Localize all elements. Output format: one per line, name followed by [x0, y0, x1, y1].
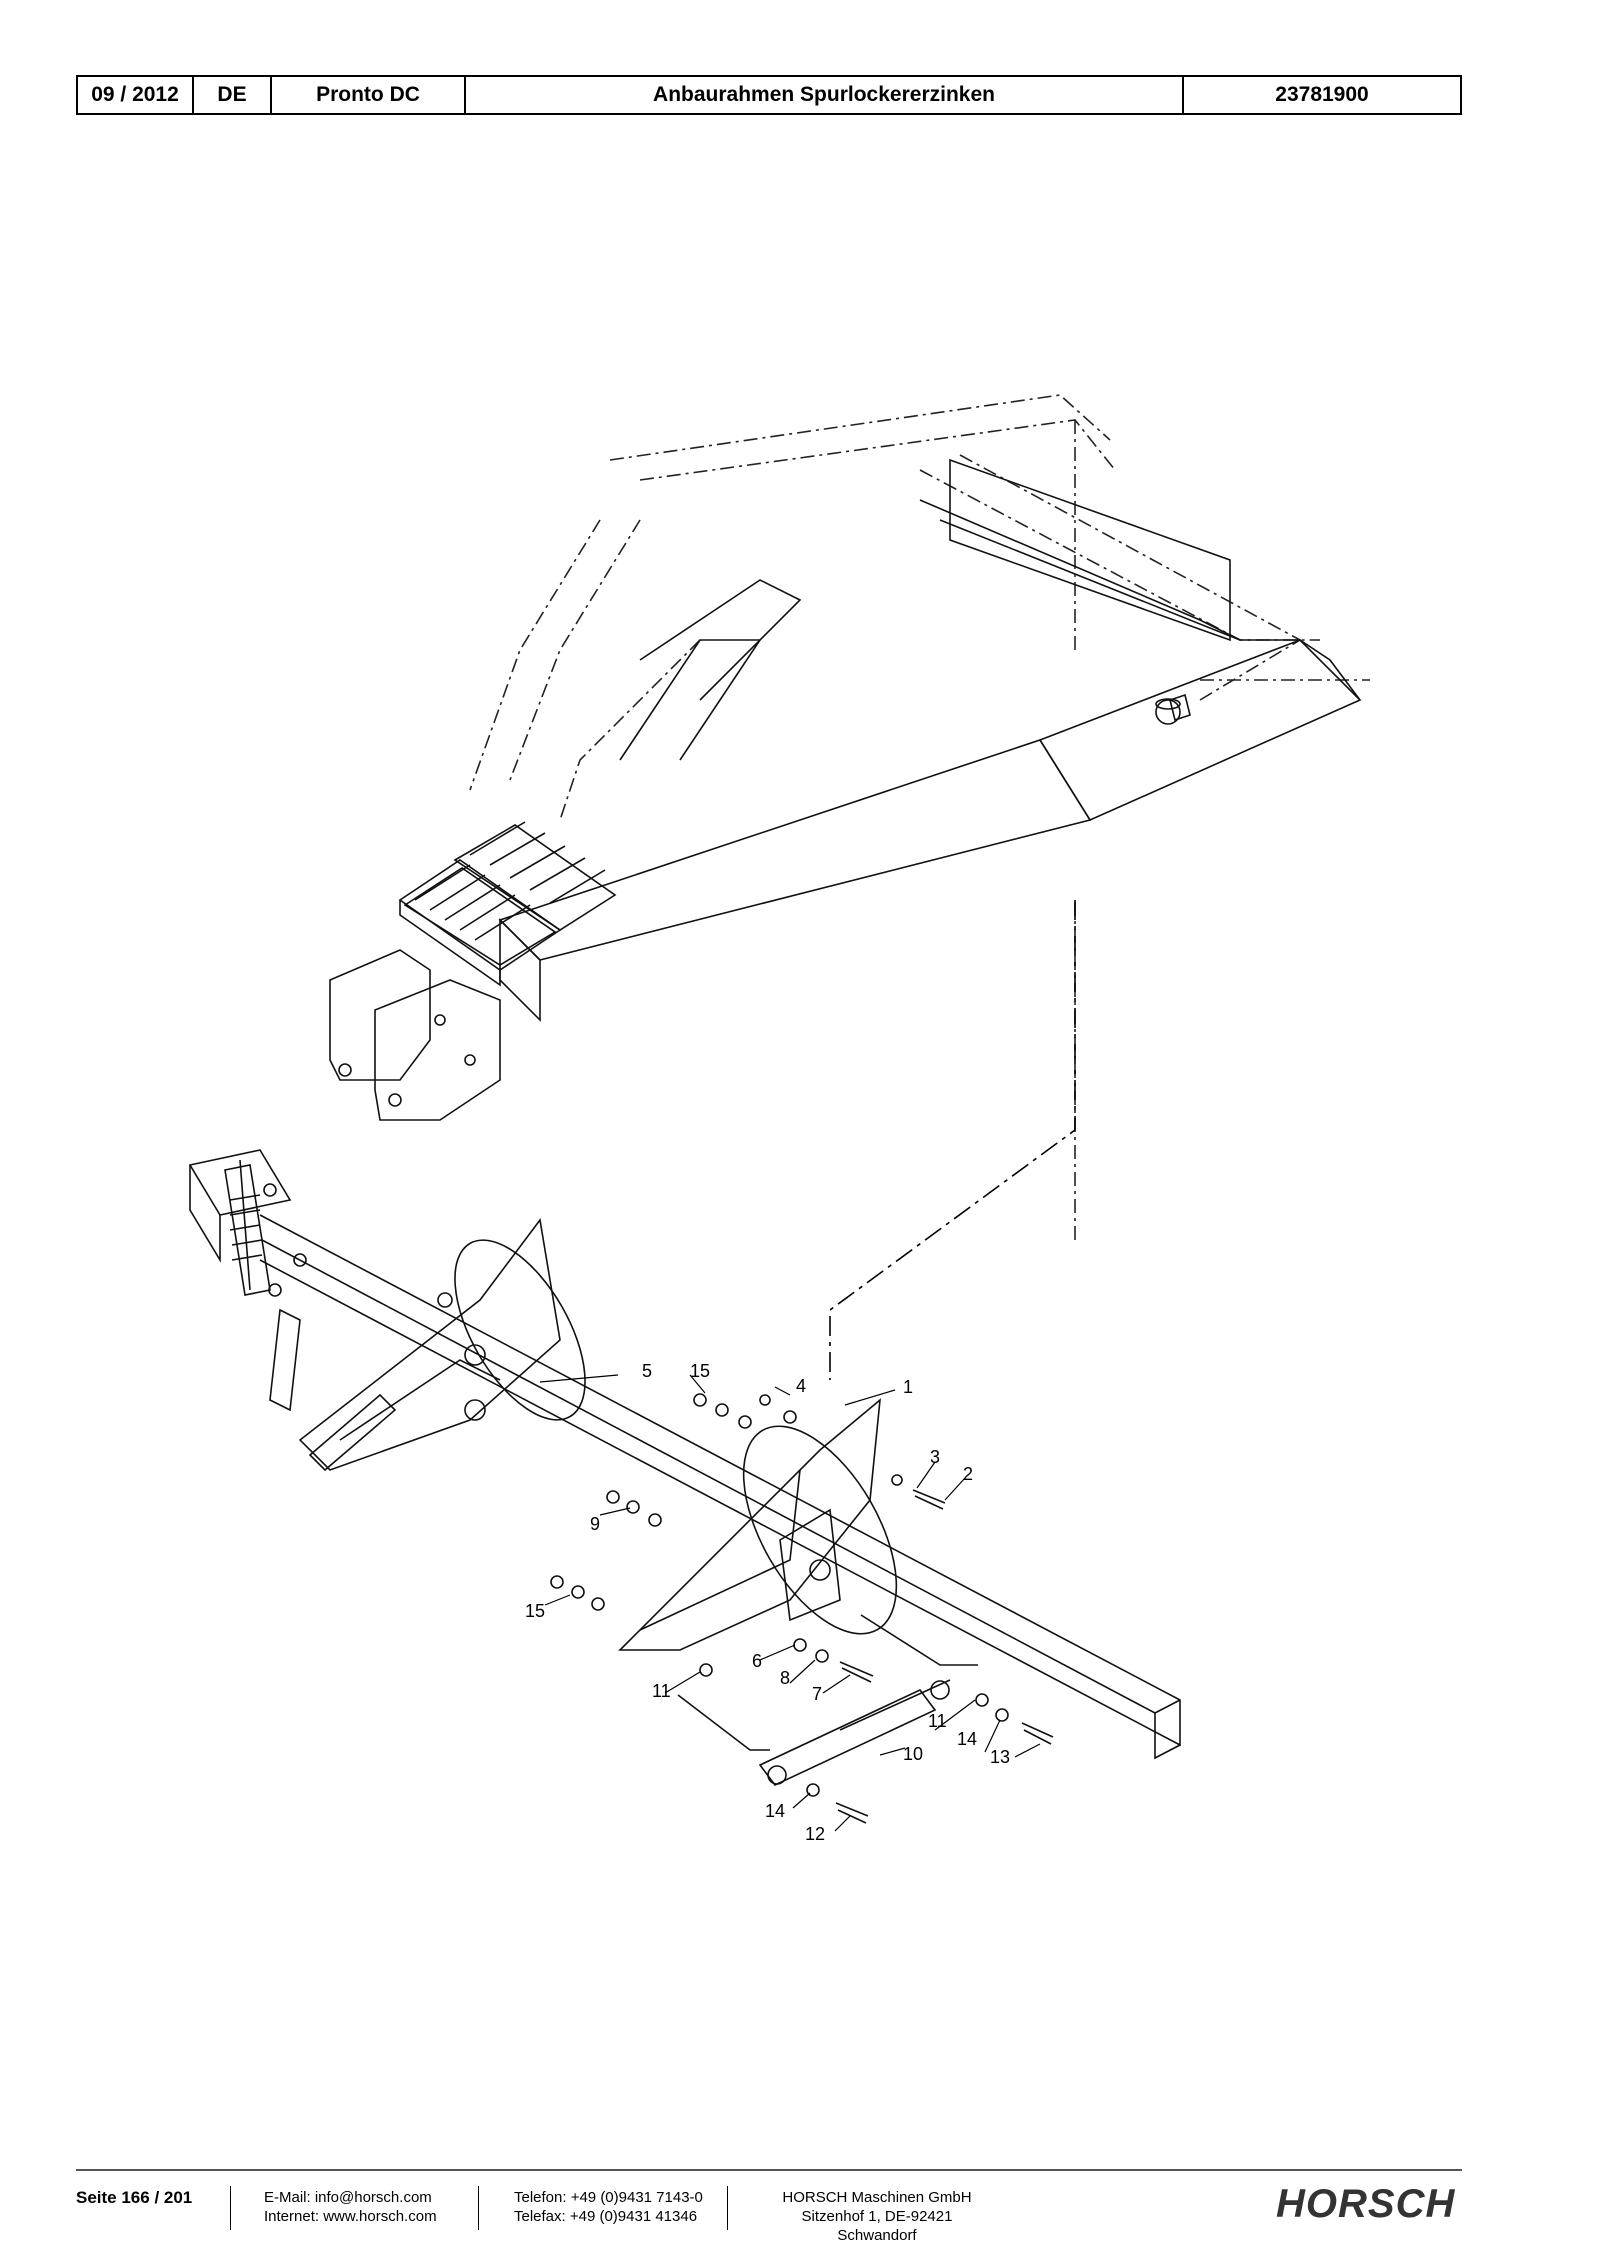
header-table: 09 / 2012 DE Pronto DC Anbaurahmen Spurl… — [76, 75, 1462, 115]
callout-8: 8 — [780, 1668, 790, 1688]
footer-page-number: Seite 166 / 201 — [76, 2188, 193, 2207]
main-frame-phantom — [469, 394, 1370, 1240]
callout-9: 9 — [590, 1514, 600, 1534]
callout-15a: 15 — [690, 1361, 710, 1381]
horsch-logo: HORSCH — [1276, 2182, 1456, 2226]
footer-contact-phone: Telefon: +49 (0)9431 7143-0 Telefax: +49… — [514, 2188, 703, 2226]
callout-leaders — [539, 1374, 1041, 1832]
footer-rule — [76, 2169, 1462, 2171]
callout-11b: 11 — [928, 1711, 947, 1731]
callout-numbers: 1 2 3 4 5 6 7 8 9 10 11 11 12 13 14 14 1… — [525, 1361, 1010, 1844]
callout-4: 4 — [796, 1376, 806, 1396]
callout-1: 1 — [903, 1377, 913, 1397]
callout-5: 5 — [642, 1361, 652, 1381]
footer-contact-web: E-Mail: info@horsch.com Internet: www.ho… — [264, 2188, 437, 2226]
mounting-plates — [329, 949, 501, 1121]
header-language: DE — [194, 77, 272, 113]
header-date: 09 / 2012 — [78, 77, 194, 113]
callout-15b: 15 — [525, 1601, 545, 1621]
footer-separator — [478, 2186, 479, 2230]
callout-3: 3 — [930, 1447, 940, 1467]
crossbar-assembly — [188, 1149, 1181, 1824]
main-frame — [498, 458, 1362, 1022]
header-machine: Pronto DC — [272, 77, 466, 113]
footer-separator — [230, 2186, 231, 2230]
footer-address: HORSCH Maschinen GmbH Sitzenhof 1, DE-92… — [762, 2188, 992, 2245]
callout-7: 7 — [812, 1684, 822, 1704]
callout-13: 13 — [990, 1747, 1010, 1767]
callout-10: 10 — [903, 1744, 923, 1764]
header-title: Anbaurahmen Spurlockererzinken — [466, 77, 1184, 113]
footer-internet[interactable]: Internet: www.horsch.com — [264, 2208, 437, 2225]
callout-14a: 14 — [957, 1729, 977, 1749]
callout-6: 6 — [752, 1651, 762, 1671]
header-part-number: 23781900 — [1275, 83, 1369, 106]
footer-phone: Telefon: +49 (0)9431 7143-0 — [514, 2189, 703, 2206]
assembly-leader-line — [829, 900, 1076, 1380]
footer-company: HORSCH Maschinen GmbH — [782, 2189, 972, 2206]
step-plates — [398, 821, 617, 987]
fastener-hardware — [550, 1393, 1054, 1824]
callout-14b: 14 — [765, 1801, 785, 1821]
footer-fax: Telefax: +49 (0)9431 41346 — [514, 2208, 698, 2225]
callout-11a: 11 — [652, 1681, 671, 1701]
footer-street: Sitzenhof 1, DE-92421 Schwandorf — [801, 2208, 953, 2244]
footer-separator — [727, 2186, 728, 2230]
callout-12: 12 — [805, 1824, 825, 1844]
footer-email[interactable]: E-Mail: info@horsch.com — [264, 2189, 432, 2206]
callout-2: 2 — [963, 1464, 973, 1484]
